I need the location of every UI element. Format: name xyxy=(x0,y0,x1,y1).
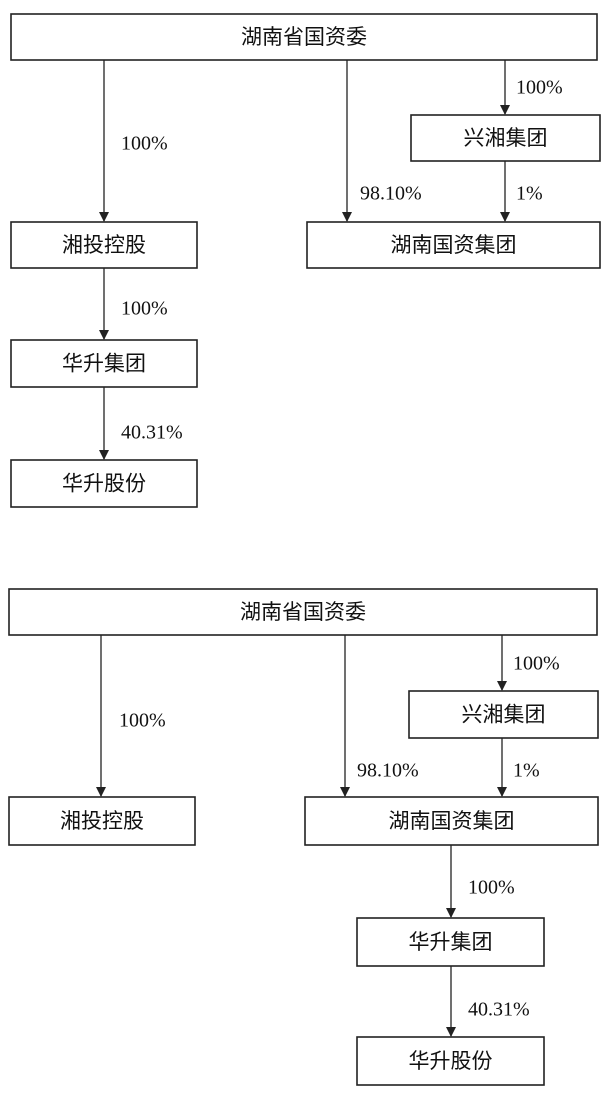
edge-label-xingxiang-to-hnguozi: 1% xyxy=(513,760,540,782)
edge-label-sasac-to-hnguozi: 98.10% xyxy=(357,760,419,782)
edge-label-xiangtou-to-huasheng_group: 100% xyxy=(121,298,168,320)
edge-label-sasac-to-xingxiang: 100% xyxy=(513,653,560,675)
node-box-hnguozi xyxy=(306,221,601,269)
node-label-huasheng_shares: 华升股份 xyxy=(62,472,146,496)
node-label-huasheng_group: 华升集团 xyxy=(409,930,493,954)
node-label-xingxiang: 兴湘集团 xyxy=(462,703,546,727)
node-label-huasheng_shares: 华升股份 xyxy=(409,1049,493,1073)
node-box-xiangtou xyxy=(10,221,198,269)
edge-label-sasac-to-hnguozi: 98.10% xyxy=(360,183,422,205)
ownership-chart-2: 100% 98.10% 100% 1% 100% 40.31% 湖南省国资委兴湘集团湘投控股… xyxy=(8,588,599,1086)
edge-label-hnguozi-to-huasheng_group: 100% xyxy=(468,877,515,899)
node-box-xingxiang xyxy=(408,690,599,739)
edge-label-sasac-to-xingxiang: 100% xyxy=(516,77,563,99)
node-box-sasac xyxy=(8,588,598,636)
node-box-huasheng_group xyxy=(356,917,545,967)
node-label-sasac: 湖南省国资委 xyxy=(241,25,367,49)
node-box-sasac xyxy=(10,13,598,61)
node-label-hnguozi: 湖南国资集团 xyxy=(391,233,517,257)
edge-label-sasac-to-xiangtou: 100% xyxy=(119,710,166,732)
node-box-huasheng_shares xyxy=(356,1036,545,1086)
node-label-xiangtou: 湘投控股 xyxy=(60,809,144,833)
node-label-sasac: 湖南省国资委 xyxy=(240,600,366,624)
edge-label-huasheng_group-to-huasheng_shares: 40.31% xyxy=(468,999,530,1021)
node-label-hnguozi: 湖南国资集团 xyxy=(389,809,515,833)
node-box-xingxiang xyxy=(410,114,601,162)
edge-label-huasheng_group-to-huasheng_shares: 40.31% xyxy=(121,422,183,444)
node-box-hnguozi xyxy=(304,796,599,846)
edge-label-xingxiang-to-hnguozi: 1% xyxy=(516,183,543,205)
node-label-xiangtou: 湘投控股 xyxy=(62,233,146,257)
edge-label-sasac-to-xiangtou: 100% xyxy=(121,133,168,155)
node-label-huasheng_group: 华升集团 xyxy=(62,352,146,376)
node-label-xingxiang: 兴湘集团 xyxy=(464,126,548,150)
node-box-huasheng_group xyxy=(10,339,198,388)
ownership-chart-1: 100% 98.10% 100% 1% 100% 40.31% 湖南省国资委兴湘集团湘投控股… xyxy=(10,13,601,508)
node-box-huasheng_shares xyxy=(10,459,198,508)
node-box-xiangtou xyxy=(8,796,196,846)
